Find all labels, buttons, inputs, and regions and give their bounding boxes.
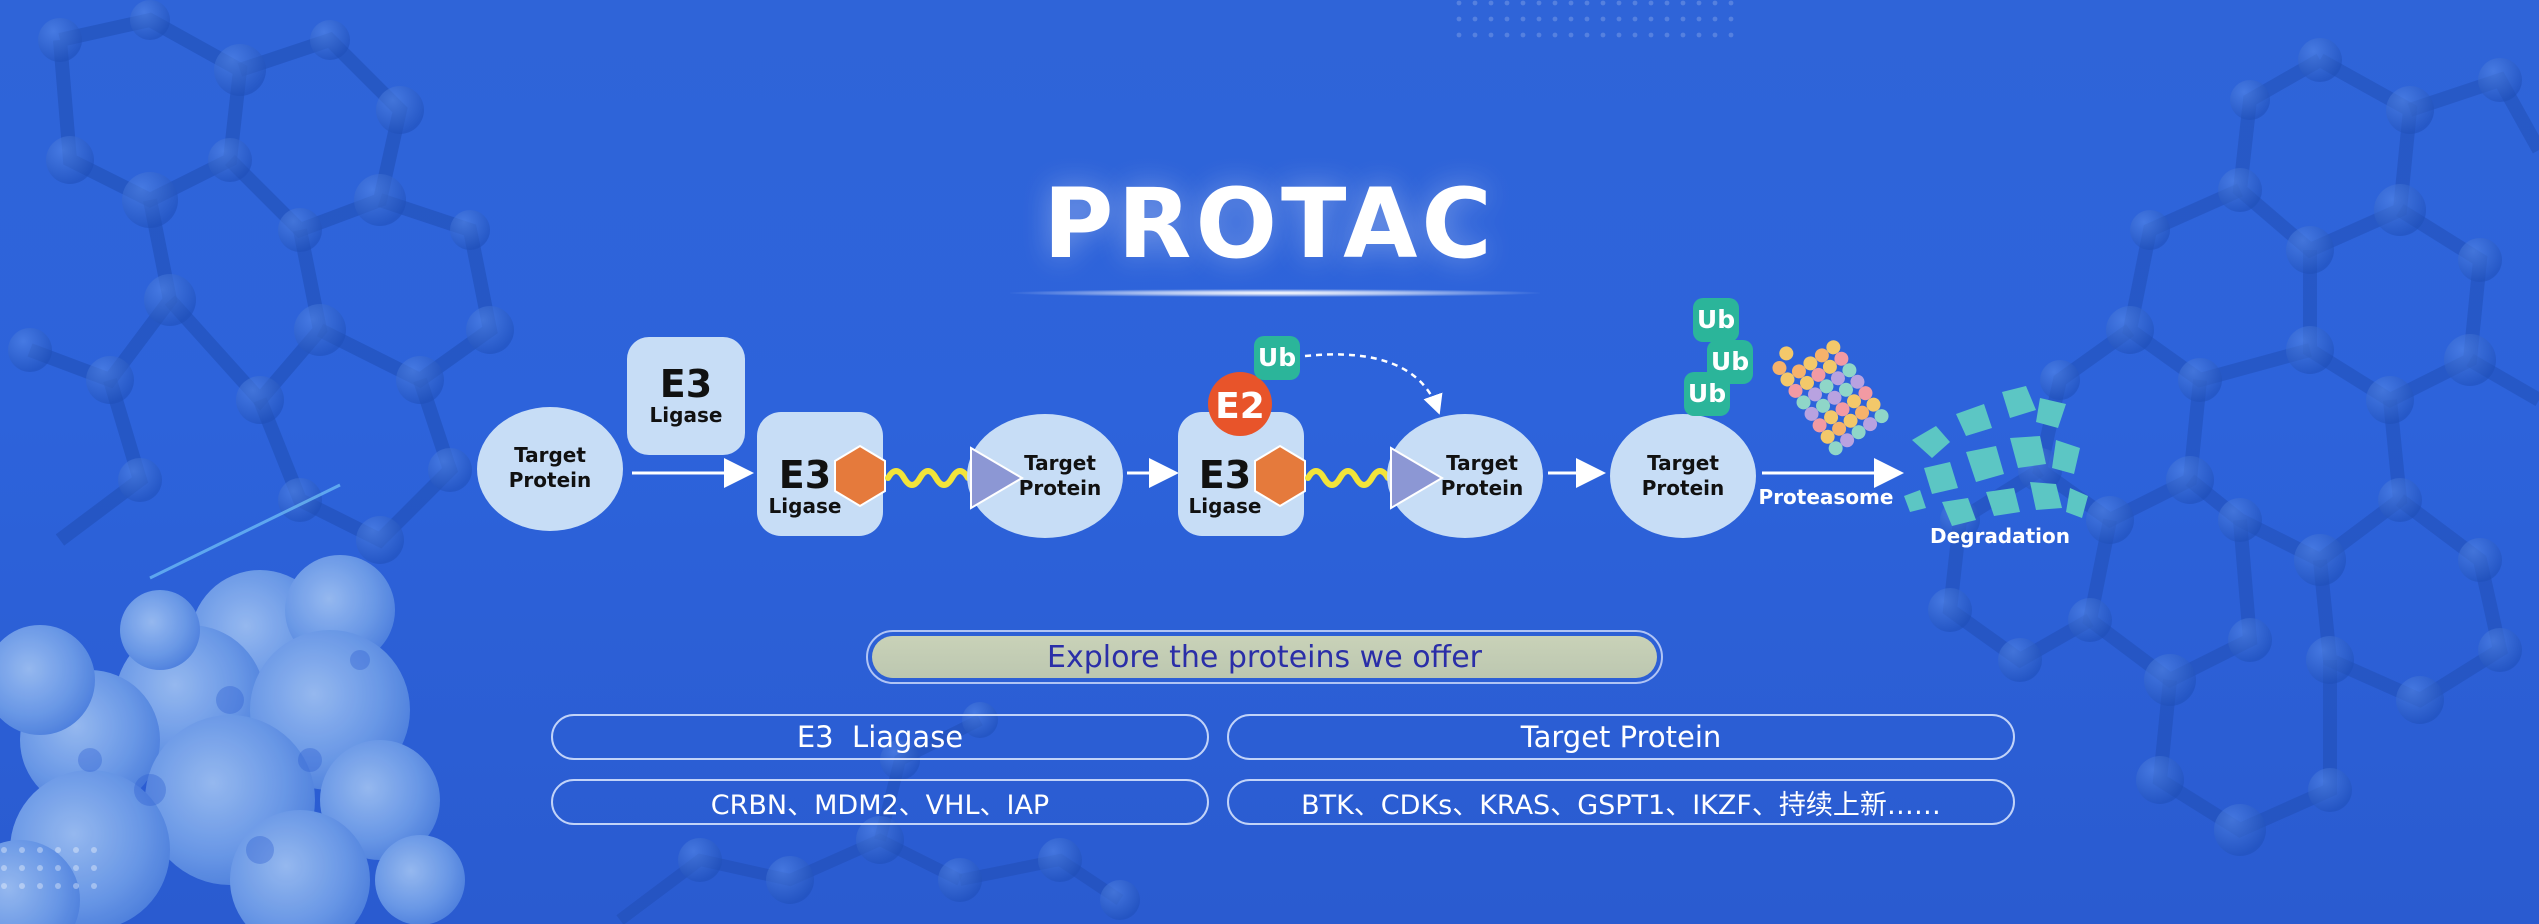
target-label-line2: Protein [1642,476,1724,500]
ligase-label: Ligase [769,494,842,518]
warhead-triangle [1390,446,1444,510]
ub-label: Ub [1711,347,1749,376]
target-label-line2: Protein [509,468,591,492]
target-protein-list[interactable]: BTK、CDKs、KRAS、GSPT1、IKZF、持续上新…… [1227,779,2015,825]
target-label-line1: Target [1647,451,1719,475]
linker-squiggle [885,468,971,488]
e2-enzyme [1208,372,1272,436]
degradation-label: Degradation [1930,524,2070,548]
target-label-line1: Target [1446,451,1518,475]
e3-ligase-header[interactable]: E3 Liagase [551,714,1209,760]
proteasome-label: Proteasome [1759,485,1894,509]
step2-ternary-complex: E3 Ligase Target Protein [757,412,1123,538]
proteasome-icon [1772,340,1889,456]
target-label-line1: Target [1024,451,1096,475]
title-underline [1010,289,1540,297]
e2-label: E2 [1215,386,1265,427]
page-title: PROTAC [1043,168,1496,280]
e3-ligand-hexagon [834,444,886,508]
ub-label: Ub [1688,379,1726,408]
degraded-fragments-icon [1904,386,2088,526]
step3-ubiquitination: E3 Ligase Target Protein E2 Ub [1178,336,1543,538]
explore-proteins-button[interactable]: Explore the proteins we offer [866,630,1663,684]
e3-label: E3 [779,453,831,497]
e3-label: E3 [1199,453,1251,497]
ub-label: Ub [1258,343,1296,372]
ligase-label: Ligase [1189,494,1262,518]
warhead-triangle [970,446,1024,510]
ub-transfer-arrow [1304,353,1443,415]
explore-proteins-label: Explore the proteins we offer [872,636,1657,678]
step1-e3-ligase: E3 Ligase [627,337,745,455]
ligase-label: Ligase [650,403,723,427]
target-label-line2: Protein [1019,476,1101,500]
ub-tag [1693,298,1739,342]
ub-tag [1684,372,1730,416]
e3-ligand-hexagon [1254,444,1306,508]
step1-target-protein: Target Protein [477,407,623,531]
e3-label: E3 [660,362,712,406]
step4-polyubiquitinated-target: Target Protein Ub Ub Ub [1610,298,1756,538]
linker-squiggle [1305,468,1391,488]
target-label-line2: Protein [1441,476,1523,500]
e3-ligase-list[interactable]: CRBN、MDM2、VHL、IAP [551,779,1209,825]
target-protein-header[interactable]: Target Protein [1227,714,2015,760]
ub-label: Ub [1697,305,1735,334]
target-label-line1: Target [514,443,586,467]
ub-tag [1254,336,1300,380]
